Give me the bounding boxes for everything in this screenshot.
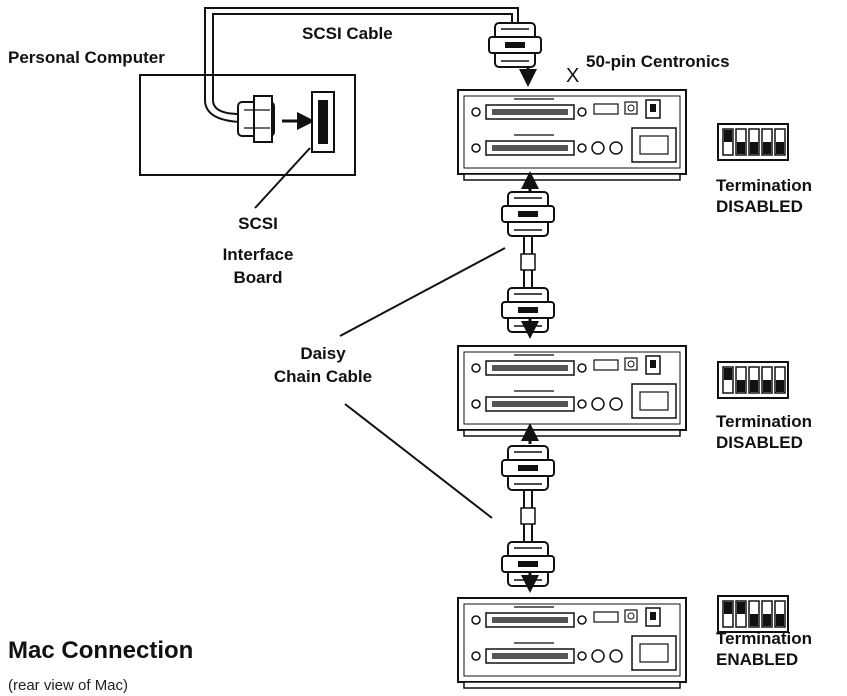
dip-switch-lever-off	[750, 142, 758, 154]
unit-1-termination-state: DISABLED	[716, 197, 803, 216]
dip-switch-lever-off	[737, 380, 745, 392]
interface-board-socket	[311, 91, 335, 153]
unit-1-termination-label: Termination	[716, 176, 813, 195]
dip-switch-lever-off	[750, 614, 758, 626]
daisy-chain-cable-2	[502, 446, 554, 586]
dip-switch-lever-on	[724, 368, 732, 380]
scsi-cable-label: SCSI Cable	[302, 24, 393, 43]
dip-switch-lever-off	[776, 614, 784, 626]
termination-switch-unit-1	[717, 123, 789, 161]
centronics-x-mark: X	[566, 65, 580, 87]
termination-switch-unit-2	[717, 361, 789, 399]
dip-switch-lever-off	[763, 614, 771, 626]
dip-switch-lever-off	[776, 380, 784, 392]
termination-switch-unit-3	[717, 595, 789, 633]
dip-switch-lever-off	[776, 142, 784, 154]
scsi-unit-2-panel	[457, 345, 687, 437]
interface-board-label-line-3: Board	[233, 268, 283, 287]
daisy-chain-leader-2	[344, 403, 493, 519]
dip-switch-lever-on	[737, 602, 745, 614]
dip-switch-lever-off	[763, 380, 771, 392]
computer-scsi-plug	[237, 95, 275, 143]
daisy-chain-cable-1	[502, 192, 554, 332]
daisy-chain-label-line-1: Daisy	[300, 344, 346, 363]
page-subtitle: (rear view of Mac)	[8, 677, 129, 694]
interface-board-label-line-1: SCSI	[238, 214, 278, 233]
scsi-cable-line	[204, 7, 519, 100]
dip-switch-lever-off	[737, 142, 745, 154]
scsi-unit-3-panel	[457, 597, 687, 689]
daisy-chain-label-line-2: Chain Cable	[273, 367, 373, 386]
dip-switch-lever-off	[750, 380, 758, 392]
scsi-unit-1-panel	[457, 89, 687, 181]
dip-switch-lever-on	[724, 130, 732, 142]
interface-board-label-line-2: Interface	[222, 245, 294, 264]
top-centronics-connector	[488, 22, 542, 68]
unit-2-termination-label: Termination	[716, 412, 813, 431]
dip-switch-lever-off	[763, 142, 771, 154]
unit-2-termination-state: DISABLED	[716, 433, 803, 452]
centronics-label: 50-pin Centronics	[586, 52, 730, 71]
interface-board-leader	[254, 147, 311, 209]
unit-3-termination-label: Termination	[716, 629, 813, 648]
personal-computer-label: Personal Computer	[8, 48, 165, 67]
dip-switch-lever-on	[724, 602, 732, 614]
unit-3-termination-state: ENABLED	[716, 650, 799, 669]
page-title: Mac Connection	[8, 637, 194, 664]
daisy-chain-leader-1	[339, 247, 506, 337]
